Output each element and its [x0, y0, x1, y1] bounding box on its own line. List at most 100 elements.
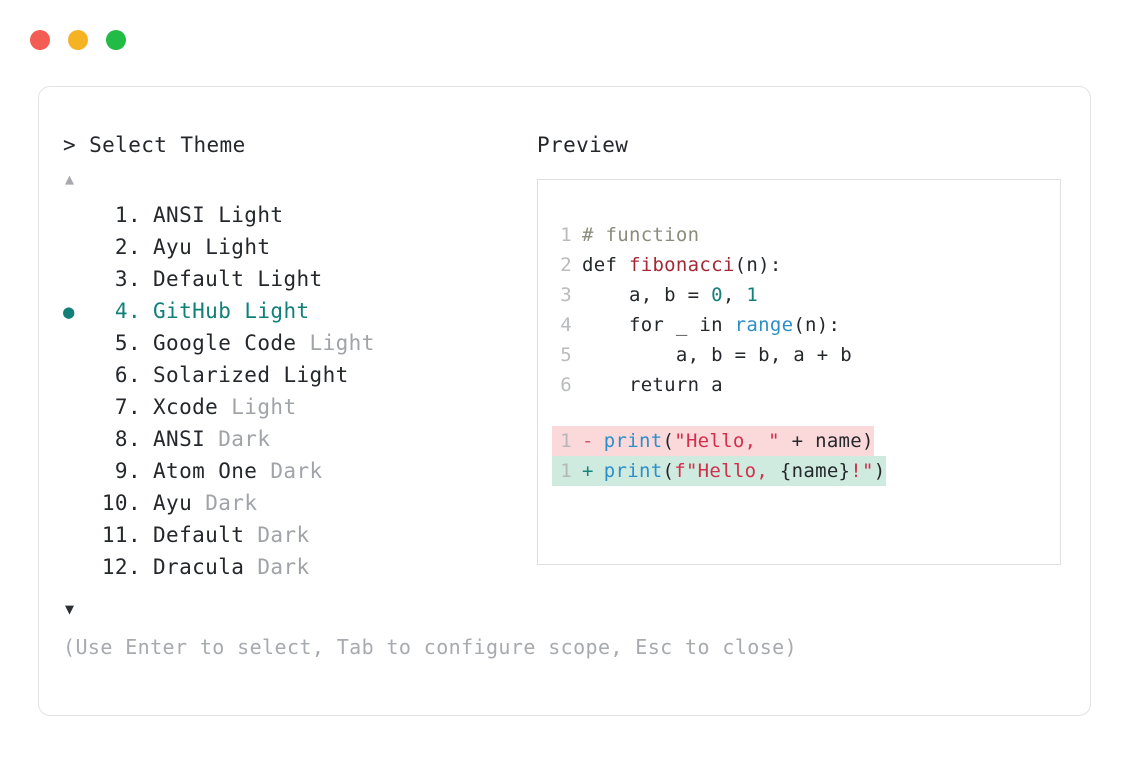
theme-item-label: Ayu Light	[141, 231, 270, 263]
code-token-plain: )	[873, 460, 886, 482]
theme-item-name: GitHub	[153, 299, 245, 323]
theme-item-label: GitHub Light	[141, 295, 310, 327]
diff-line-add: 1+print(f"Hello, {name}!")	[552, 456, 886, 486]
keyboard-hint: (Use Enter to select, Tab to configure s…	[63, 635, 798, 659]
theme-list-item[interactable]: 3.Default Light	[63, 263, 533, 295]
code-token-string: !"	[850, 460, 874, 482]
theme-item-index: 9.	[114, 459, 141, 483]
theme-list-item[interactable]: 2.Ayu Light	[63, 231, 533, 263]
line-number: 5	[560, 344, 572, 366]
theme-item-label: Xcode Light	[141, 391, 296, 423]
code-token-plain: def	[582, 254, 629, 276]
theme-item-index: 11.	[101, 523, 141, 547]
theme-item-index: 10.	[101, 491, 141, 515]
theme-item-variant: Light	[205, 235, 271, 259]
theme-item-name: Default	[153, 523, 258, 547]
theme-item-index: 2.	[114, 235, 141, 259]
theme-item-name: ANSI	[153, 203, 219, 227]
theme-item-index: 5.	[114, 331, 141, 355]
theme-item-index: 8.	[114, 427, 141, 451]
code-token-plain: (n):	[793, 314, 841, 336]
code-token-num: 0	[711, 284, 723, 306]
theme-list-item[interactable]: 12.Dracula Dark	[63, 551, 533, 583]
theme-list-item[interactable]: 9. Atom One Dark	[63, 455, 533, 487]
code-token-builtin: range	[734, 314, 794, 336]
code-token-num: 1	[746, 284, 759, 306]
maximize-window-dot[interactable]	[106, 30, 126, 50]
theme-item-index: 7.	[114, 395, 141, 419]
theme-list-item[interactable]: 10.Ayu Dark	[63, 487, 533, 519]
theme-item-label: Google Code Light	[141, 327, 375, 359]
line-number: 1	[560, 460, 572, 482]
diff-marker: +	[582, 460, 594, 482]
code-line: 5 a, b = b, a + b	[552, 340, 1060, 370]
theme-list-item[interactable]: 11.Default Dark	[63, 519, 533, 551]
code-line: 6 return a	[552, 370, 1060, 400]
theme-item-variant: Dark	[205, 491, 258, 515]
theme-item-label: Solarized Light	[141, 359, 349, 391]
diff-block: 1-print("Hello, " + name)1+print(f"Hello…	[552, 426, 1060, 486]
theme-list-item[interactable]: 7.Xcode Light	[63, 391, 533, 423]
prompt-caret-icon: >	[63, 133, 77, 157]
code-line-text: a, b = b, a + b	[582, 340, 852, 370]
code-token-comment: # function	[582, 224, 700, 246]
diff-marker: -	[582, 430, 594, 452]
theme-item-index: 3.	[114, 267, 141, 291]
diff-line-remove: 1-print("Hello, " + name)	[552, 426, 874, 456]
theme-item-label: Ayu Dark	[141, 487, 257, 519]
code-line-text: for _ in range(n):	[582, 310, 840, 340]
theme-item-variant: Light	[218, 203, 284, 227]
scroll-down-icon[interactable]: ▼	[65, 600, 75, 618]
code-line: 3 a, b = 0, 1	[552, 280, 1060, 310]
code-token-plain: (	[662, 430, 675, 452]
theme-item-name: Dracula	[153, 555, 258, 579]
theme-item-name: Solarized	[153, 363, 284, 387]
prompt-spacer	[76, 133, 89, 157]
theme-item-name: Atom One	[153, 459, 271, 483]
code-token-func: fibonacci	[628, 254, 735, 276]
line-number: 1	[560, 430, 572, 452]
code-token-plain: (n):	[734, 254, 782, 276]
diff-line-text: print("Hello, " + name)	[604, 426, 874, 456]
line-number: 6	[560, 374, 572, 396]
code-token-plain: for _ in	[582, 314, 735, 336]
code-token-builtin: print	[603, 430, 663, 452]
code-token-plain: + name)	[779, 430, 874, 452]
code-spacer	[552, 400, 1060, 426]
theme-list-item[interactable]: 1.ANSI Light	[63, 199, 533, 231]
line-number: 3	[560, 284, 572, 306]
theme-list-item[interactable]: 6.Solarized Light	[63, 359, 533, 391]
window-controls	[30, 30, 126, 50]
code-line-text: # function	[582, 220, 699, 250]
code-line: 1# function	[552, 220, 1060, 250]
theme-item-variant: Dark	[257, 555, 310, 579]
page-title: Select Theme	[89, 133, 246, 157]
close-window-dot[interactable]	[30, 30, 50, 50]
code-token-plain: a, b =	[582, 284, 712, 306]
minimize-window-dot[interactable]	[68, 30, 88, 50]
theme-list-item[interactable]: ●4.GitHub Light	[63, 295, 533, 327]
theme-item-variant: Light	[257, 267, 323, 291]
code-token-string: f"Hello,	[674, 460, 780, 482]
code-line-text: a, b = 0, 1	[582, 280, 758, 310]
theme-item-name: Default	[153, 267, 258, 291]
code-token-plain: return a	[582, 374, 723, 396]
theme-item-label: Default Dark	[141, 519, 310, 551]
code-token-plain: ,	[722, 284, 747, 306]
theme-item-name: Ayu	[153, 235, 206, 259]
scroll-up-icon[interactable]: ▲	[65, 170, 75, 188]
theme-list-item[interactable]: 8.ANSI Dark	[63, 423, 533, 455]
theme-item-variant: Dark	[257, 523, 310, 547]
line-number: 4	[560, 314, 572, 336]
theme-item-index: 1.	[114, 203, 141, 227]
theme-item-variant: Light	[231, 395, 297, 419]
theme-list-item[interactable]: 5.Google Code Light	[63, 327, 533, 359]
theme-item-label: ANSI Dark	[141, 423, 270, 455]
theme-item-label: ANSI Light	[141, 199, 283, 231]
theme-item-variant: Dark	[270, 459, 323, 483]
theme-item-name: Xcode	[153, 395, 232, 419]
theme-item-variant: Light	[309, 331, 375, 355]
theme-item-label: Default Light	[141, 263, 323, 295]
